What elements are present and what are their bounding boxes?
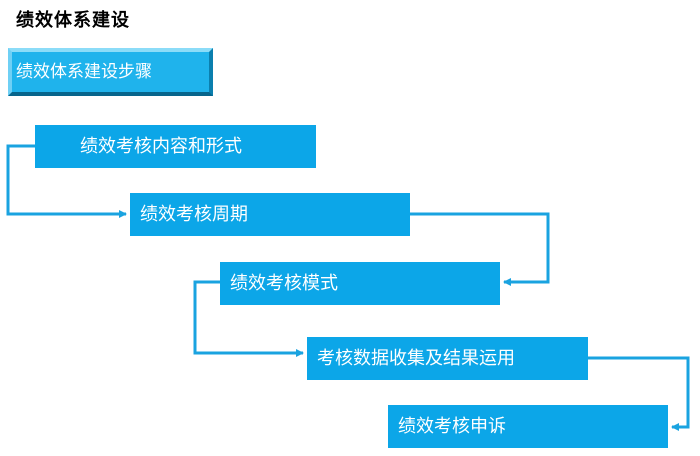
connector-step1-to-step2	[6, 144, 127, 218]
step-1-box: 绩效考核内容和形式	[35, 125, 316, 168]
page-title: 绩效体系建设	[16, 10, 130, 31]
step-2-box: 绩效考核周期	[130, 193, 410, 236]
connector-step3-to-step4	[193, 280, 304, 357]
step-4-box: 考核数据收集及结果运用	[307, 337, 588, 380]
steps-header-box: 绩效体系建设步骤	[8, 48, 213, 96]
connector-step2-to-step3	[410, 212, 550, 286]
step-3-box: 绩效考核模式	[220, 262, 500, 305]
connector-step4-to-step5	[588, 356, 690, 431]
step-5-box: 绩效考核申诉	[388, 405, 668, 448]
